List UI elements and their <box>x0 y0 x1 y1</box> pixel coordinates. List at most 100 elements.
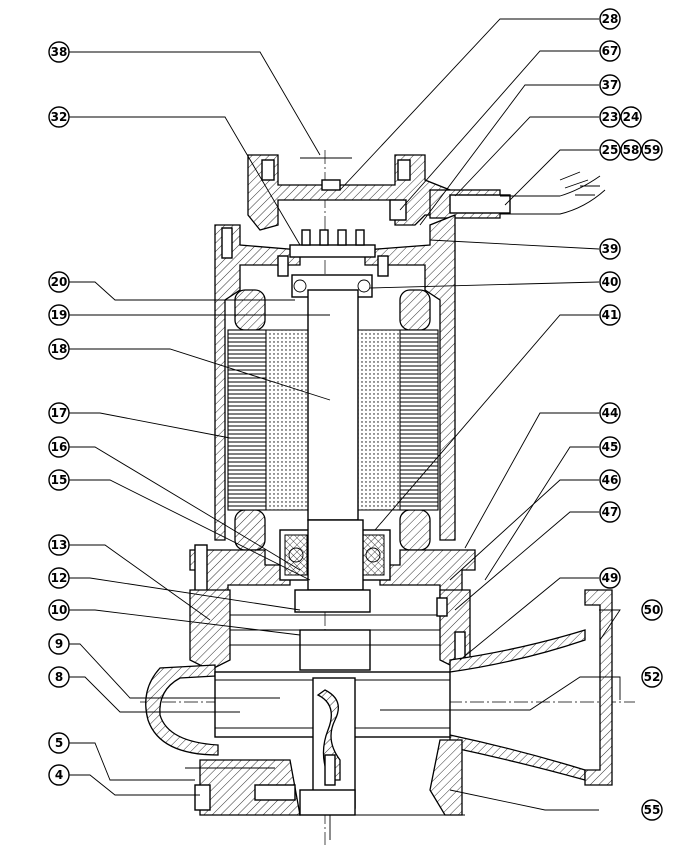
callout-18: 18 <box>48 338 70 360</box>
callout-55: 55 <box>641 799 663 821</box>
callout-number: 45 <box>602 440 619 454</box>
callout-number: 5 <box>55 736 63 750</box>
callout-circle <box>620 106 642 128</box>
callout-circle <box>48 534 70 556</box>
callout-circle <box>599 139 621 161</box>
callout-circle <box>641 799 663 821</box>
callout-circle <box>641 666 663 688</box>
callout-47: 47 <box>599 501 621 523</box>
callout-circle <box>48 732 70 754</box>
callout-number: 49 <box>602 571 619 585</box>
callout-circle <box>48 469 70 491</box>
callout-circle <box>48 764 70 786</box>
callout-67: 67 <box>599 40 621 62</box>
callout-circle <box>641 599 663 621</box>
callout-41: 41 <box>599 304 621 326</box>
callout-circle <box>620 139 642 161</box>
callout-circle <box>599 567 621 589</box>
callout-circle <box>48 436 70 458</box>
callout-59: 59 <box>641 139 663 161</box>
motor-housing <box>214 214 456 551</box>
callout-number: 20 <box>51 275 68 289</box>
callout-number: 17 <box>51 406 68 420</box>
callout-circle <box>48 41 70 63</box>
callout-number: 67 <box>602 44 619 58</box>
callout-circle <box>599 436 621 458</box>
callout-19: 19 <box>48 304 70 326</box>
callout-number: 37 <box>602 78 619 92</box>
callout-circle <box>48 338 70 360</box>
callout-number: 50 <box>644 603 661 617</box>
callout-number: 12 <box>51 571 68 585</box>
callout-9: 9 <box>48 633 70 655</box>
callout-circle <box>599 74 621 96</box>
callout-circle <box>599 304 621 326</box>
callout-23: 23 <box>599 106 621 128</box>
callout-number: 28 <box>602 12 619 26</box>
callout-circle <box>599 8 621 30</box>
callout-number: 44 <box>602 406 619 420</box>
base-suction <box>185 739 465 840</box>
callout-20: 20 <box>48 271 70 293</box>
callout-8: 8 <box>48 666 70 688</box>
callout-number: 38 <box>51 45 68 59</box>
callout-16: 16 <box>48 436 70 458</box>
callout-number: 13 <box>51 538 68 552</box>
callout-38: 38 <box>48 41 70 63</box>
callout-circle <box>48 599 70 621</box>
callout-number: 23 <box>602 110 619 124</box>
callout-number: 59 <box>644 143 661 157</box>
callout-58: 58 <box>620 139 642 161</box>
callout-number: 25 <box>602 143 619 157</box>
callout-24: 24 <box>620 106 642 128</box>
callout-13: 13 <box>48 534 70 556</box>
callout-number: 39 <box>602 242 619 256</box>
callout-number: 24 <box>623 110 640 124</box>
callout-52: 52 <box>641 666 663 688</box>
callout-number: 47 <box>602 505 619 519</box>
callout-number: 41 <box>602 308 619 322</box>
volute-casing <box>145 589 613 809</box>
callout-12: 12 <box>48 567 70 589</box>
stator-rotor <box>227 289 439 521</box>
cable-entry <box>389 171 606 221</box>
callout-number: 19 <box>51 308 68 322</box>
callout-number: 4 <box>55 768 63 782</box>
callout-number: 8 <box>55 670 63 684</box>
callout-17: 17 <box>48 402 70 424</box>
top-cover <box>247 154 451 231</box>
callout-number: 58 <box>623 143 640 157</box>
callout-number: 40 <box>602 275 619 289</box>
callout-circle <box>48 567 70 589</box>
callout-45: 45 <box>599 436 621 458</box>
callout-5: 5 <box>48 732 70 754</box>
callout-44: 44 <box>599 402 621 424</box>
callout-number: 10 <box>51 603 68 617</box>
callout-circle <box>48 633 70 655</box>
callout-25: 25 <box>599 139 621 161</box>
callout-circle <box>48 402 70 424</box>
callout-circle <box>641 139 663 161</box>
callout-number: 52 <box>644 670 661 684</box>
callout-circle <box>599 238 621 260</box>
callout-circle <box>48 666 70 688</box>
callout-39: 39 <box>599 238 621 260</box>
callout-circle <box>48 304 70 326</box>
callout-15: 15 <box>48 469 70 491</box>
callout-50: 50 <box>641 599 663 621</box>
callout-28: 28 <box>599 8 621 30</box>
callout-circle <box>48 106 70 128</box>
callout-circle <box>599 106 621 128</box>
pump-body <box>140 150 635 845</box>
callout-number: 46 <box>602 473 619 487</box>
callout-46: 46 <box>599 469 621 491</box>
callout-37: 37 <box>599 74 621 96</box>
leader-lines <box>59 18 621 811</box>
callout-40: 40 <box>599 271 621 293</box>
callout-number: 55 <box>644 803 661 817</box>
callout-number: 16 <box>51 440 68 454</box>
callout-circle <box>599 271 621 293</box>
bearing-housing <box>189 519 476 671</box>
callout-number: 18 <box>51 342 68 356</box>
